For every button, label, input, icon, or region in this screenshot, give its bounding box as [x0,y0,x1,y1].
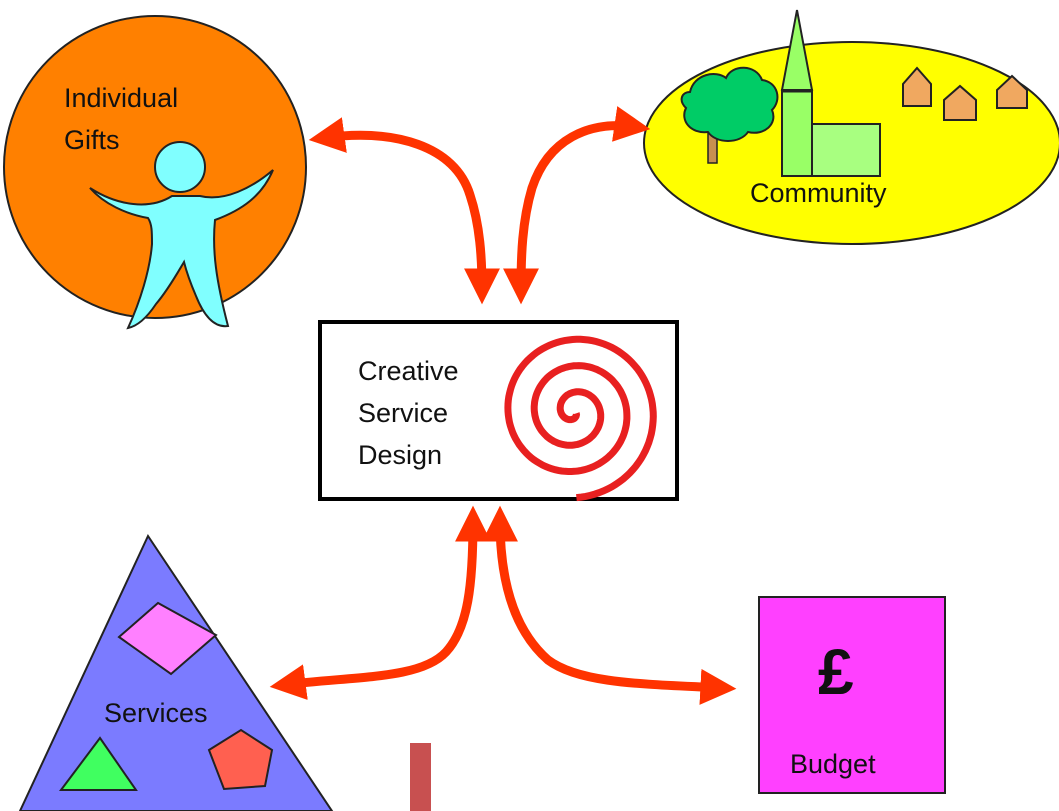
arrow-individual-to-center [308,117,500,305]
community-node: Community [643,9,1059,245]
spiral-icon [504,335,657,502]
center-label-line1: Creative [358,356,459,386]
church-icon [780,9,881,177]
individual-gifts-label-line2: Gifts [64,125,120,155]
services-label: Services [104,698,208,728]
person-icon [89,141,274,330]
services-node: Services [18,533,334,811]
individual-gifts-label-line1: Individual [64,83,178,113]
diamond-icon [117,601,218,676]
budget-node: £ Budget [758,596,946,794]
budget-square [758,596,946,794]
budget-label: Budget [790,749,876,779]
community-label: Community [750,178,887,208]
services-triangle [18,533,334,811]
arrows [269,106,737,705]
creative-service-design-node: Creative Service Design [318,320,679,502]
stray-bar [410,743,431,811]
pentagon-icon [207,728,274,791]
individual-gifts-node: Individual Gifts [3,15,307,330]
triangle-icon [59,736,138,791]
arrow-community-to-center [503,106,651,305]
center-label-line2: Service [358,398,448,428]
pound-sign-icon: £ [818,636,854,708]
house-icon [902,66,1028,121]
tree-icon [680,66,779,164]
center-label-line3: Design [358,440,442,470]
arrow-services-to-center [269,505,491,701]
arrow-budget-to-center [482,505,737,705]
